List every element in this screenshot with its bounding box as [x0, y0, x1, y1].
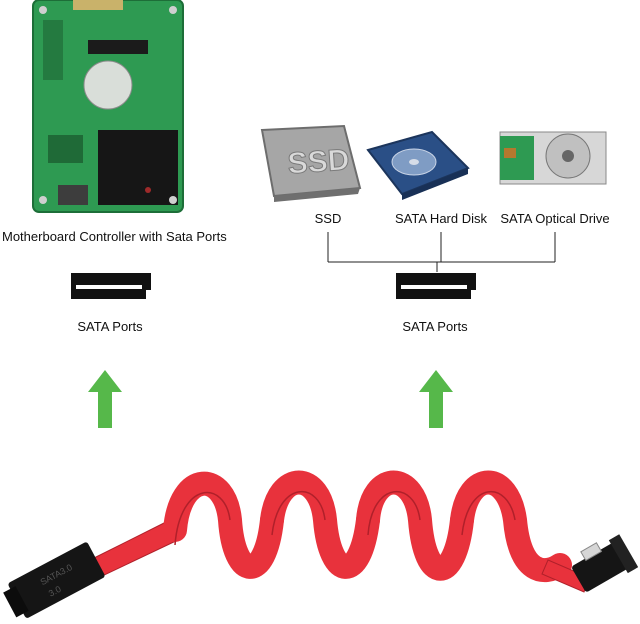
pcb-board-image — [32, 0, 184, 213]
controller-label: Motherboard Controller with Sata Ports — [2, 229, 227, 244]
hard-disk-label: SATA Hard Disk — [395, 211, 487, 226]
sata-port-icon-right — [396, 273, 476, 299]
right-sata-ports-label: SATA Ports — [402, 319, 468, 334]
sata-connector-left: SATA3.0 3.0 — [3, 542, 105, 618]
ssd-label: SSD — [314, 211, 342, 226]
ssd-image: SSD — [260, 124, 362, 202]
arrow-up-icon-left — [88, 370, 122, 428]
left-sata-ports-label: SATA Ports — [77, 319, 143, 334]
sata-port-icon-left — [71, 273, 151, 299]
arrow-up-icon-right — [419, 370, 453, 428]
ssd-image-text: SSD — [287, 143, 351, 180]
optical-drive-label: SATA Optical Drive — [500, 211, 610, 226]
hard-disk-image — [366, 130, 470, 200]
optical-drive-image — [499, 131, 607, 185]
sata-connector-right — [572, 534, 638, 592]
